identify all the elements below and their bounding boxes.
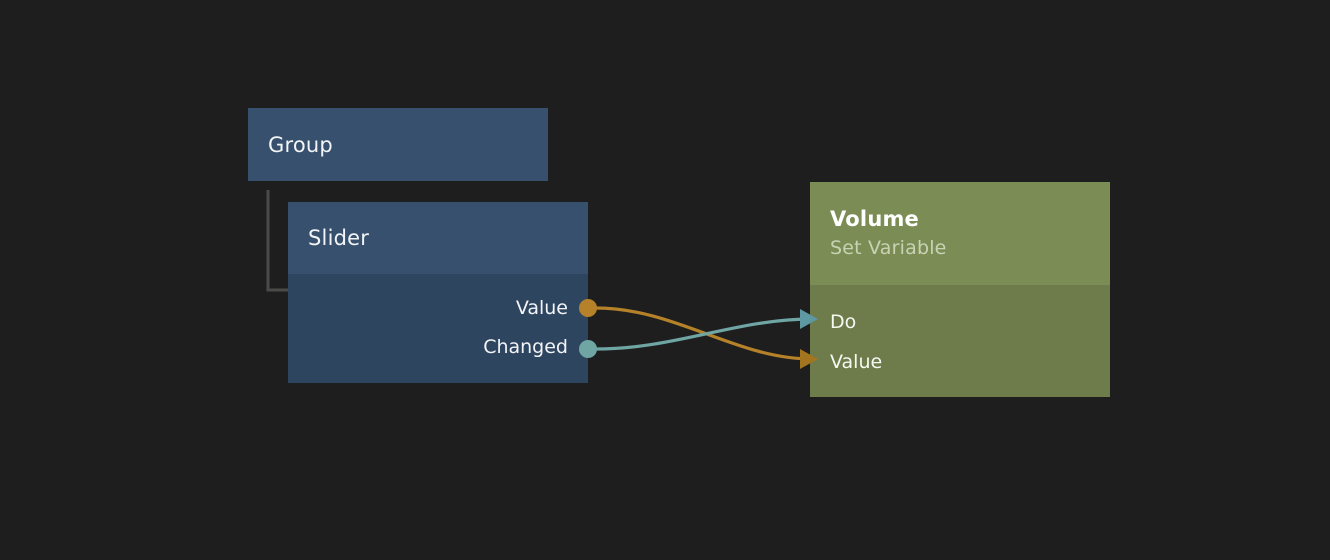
node-group[interactable]: Group [248, 108, 548, 181]
node-volume-body: Do Value [810, 285, 1110, 397]
input-port-label-do: Do [830, 311, 857, 333]
wire-changed-to-do[interactable] [594, 317, 814, 351]
node-volume-subtitle: Set Variable [830, 237, 947, 259]
output-port-row-changed[interactable]: Changed [483, 336, 568, 358]
output-port-row-value[interactable]: Value [516, 297, 568, 319]
node-group-title: Group [268, 132, 333, 157]
input-port-row-value[interactable]: Value [830, 351, 882, 373]
node-volume-header[interactable]: Volume Set Variable [810, 182, 1110, 285]
node-slider[interactable]: Slider Value Changed [288, 202, 588, 383]
output-port-dot-changed[interactable] [579, 340, 597, 358]
node-slider-title: Slider [308, 226, 370, 250]
input-port-arrow-value[interactable] [800, 349, 818, 369]
node-slider-header[interactable]: Slider [288, 202, 588, 274]
output-port-label-changed: Changed [483, 336, 568, 358]
output-port-dot-value[interactable] [579, 299, 597, 317]
node-volume[interactable]: Volume Set Variable Do Value [810, 182, 1110, 397]
node-volume-title: Volume [830, 207, 920, 231]
input-port-arrow-do[interactable] [800, 309, 818, 329]
node-slider-body: Value Changed [288, 274, 588, 383]
input-port-label-value: Value [830, 351, 883, 373]
output-port-label-value: Value [515, 297, 568, 319]
input-port-row-do[interactable]: Do [830, 311, 856, 333]
